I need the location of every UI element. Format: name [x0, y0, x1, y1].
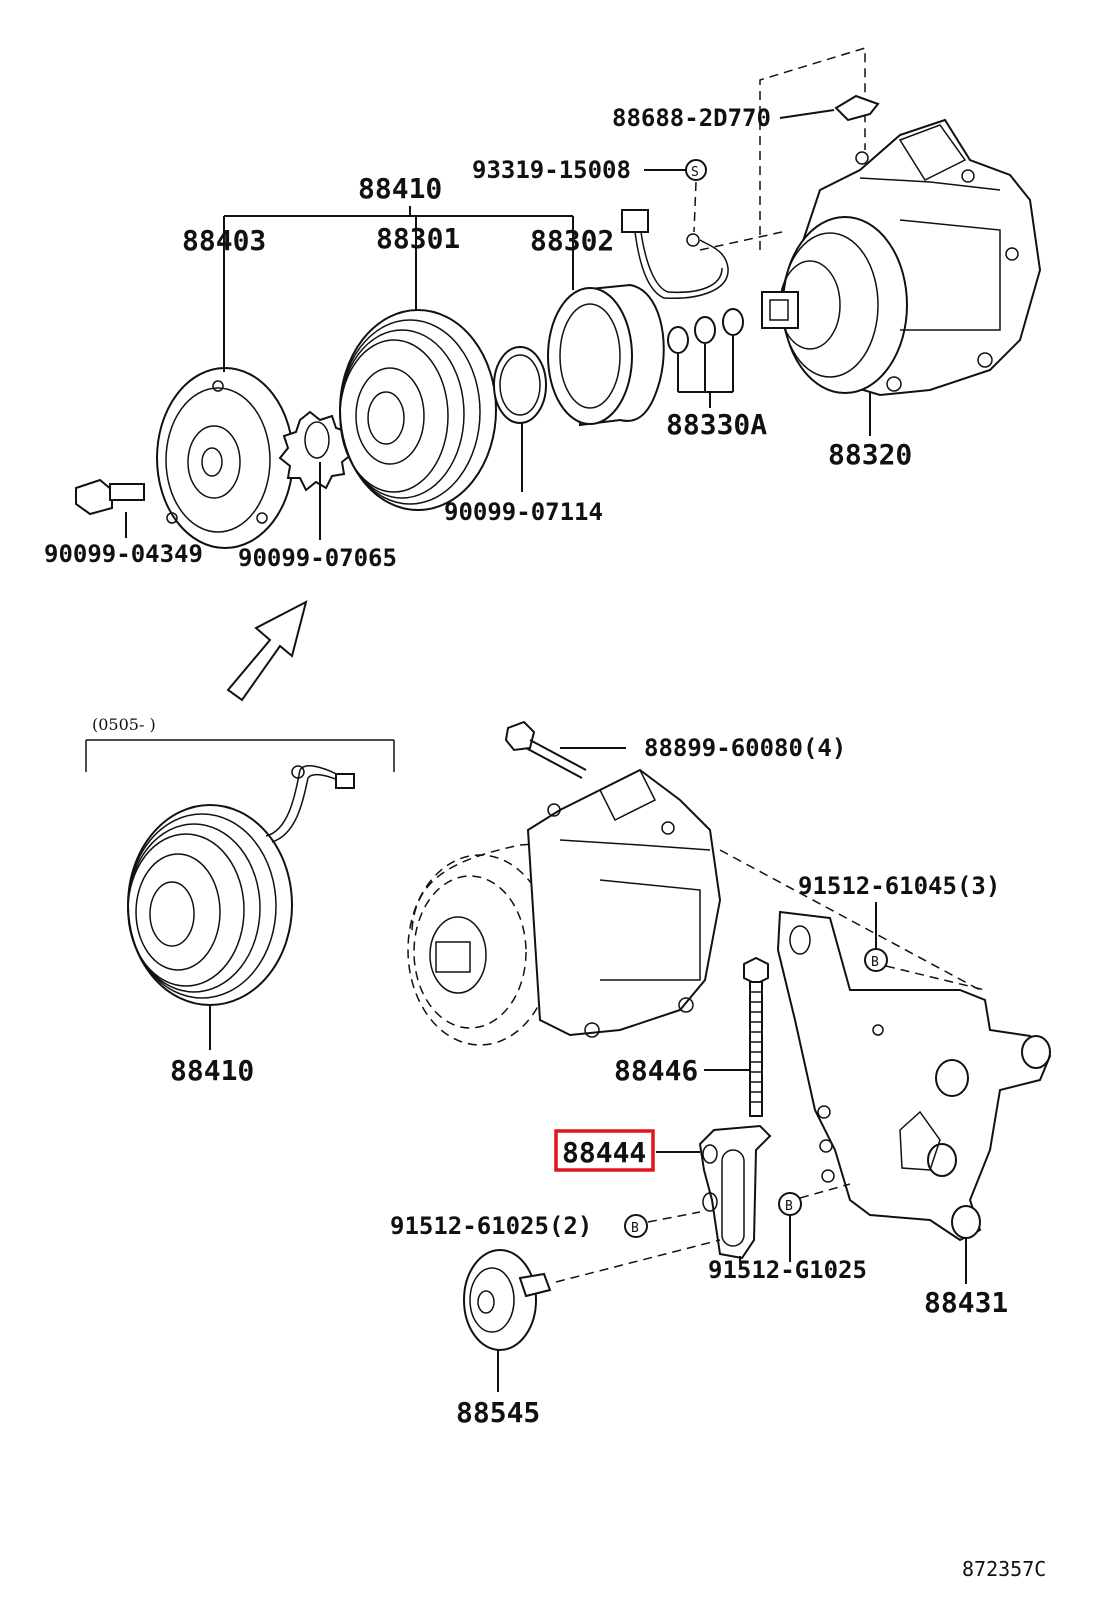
label-88302[interactable]: 88302 — [530, 224, 614, 257]
bolt-drawing — [75, 478, 145, 538]
label-88688-2d770[interactable]: 88688-2D770 — [612, 104, 771, 132]
label-88330a[interactable]: 88330A — [666, 408, 767, 441]
idler-pulley-drawing — [463, 1249, 552, 1392]
b-mark-symbol-3: B — [631, 1221, 639, 1236]
range-bracket — [85, 739, 395, 772]
bolt-88899-drawing — [504, 720, 626, 779]
label-88446[interactable]: 88446 — [614, 1054, 698, 1087]
stator-coil-drawing — [547, 209, 729, 427]
label-88403[interactable]: 88403 — [182, 224, 266, 257]
label-90099-07114[interactable]: 90099-07114 — [444, 498, 603, 526]
bracket-88431-drawing — [776, 910, 1052, 1284]
compressor-top-drawing — [699, 46, 1042, 436]
pressure-plate-drawing — [156, 226, 294, 549]
label-88431[interactable]: 88431 — [924, 1286, 1008, 1319]
shim-drawing — [278, 410, 354, 540]
label-88410-top[interactable]: 88410 — [358, 172, 442, 205]
diagram-code: 872357C — [962, 1557, 1046, 1581]
b-mark-symbol-2: B — [785, 1199, 793, 1214]
group-bracket-88410 — [223, 206, 574, 226]
washers-drawing — [667, 308, 744, 408]
label-91512-g1025[interactable]: 91512-G1025 — [708, 1256, 867, 1284]
label-88545[interactable]: 88545 — [456, 1396, 540, 1429]
s-mark-symbol: S — [691, 165, 699, 180]
highlight-box — [554, 1129, 655, 1172]
label-91512-61045[interactable]: 91512-61045(3) — [798, 872, 1000, 900]
bolt-88446-drawing — [704, 956, 769, 1117]
direction-arrow — [226, 600, 308, 702]
label-88301[interactable]: 88301 — [376, 222, 460, 255]
compressor-lower-drawing — [407, 768, 981, 1046]
screw-leader — [644, 159, 707, 233]
label-88320[interactable]: 88320 — [828, 438, 912, 471]
label-90099-07065[interactable]: 90099-07065 — [238, 544, 397, 572]
label-88410-bottom[interactable]: 88410 — [170, 1054, 254, 1087]
snap-ring-drawing — [493, 346, 547, 492]
label-88444[interactable]: 88444 — [562, 1136, 646, 1169]
clutch-assembly-drawing — [127, 765, 355, 1050]
label-91512-61025[interactable]: 91512-61025(2) — [390, 1212, 592, 1240]
b-mark-symbol-1: B — [871, 955, 879, 970]
label-90099-04349[interactable]: 90099-04349 — [44, 540, 203, 568]
label-88899-60080[interactable]: 88899-60080(4) — [644, 734, 846, 762]
pulley-drawing — [339, 226, 497, 511]
range-note: (0505- ) — [92, 715, 156, 734]
label-93319-15008[interactable]: 93319-15008 — [472, 156, 631, 184]
bolt-b-leaders — [624, 902, 986, 1262]
adjusting-bar-drawing — [555, 1124, 772, 1283]
